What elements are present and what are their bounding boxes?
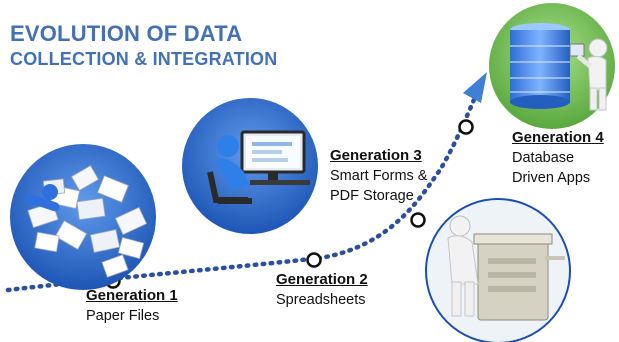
generation-4-heading: Generation 4 xyxy=(512,129,604,146)
title-line-2: COLLECTION & INTEGRATION xyxy=(10,49,278,69)
generation-4-desc-line-2: Driven Apps xyxy=(512,170,591,186)
generation-2-heading: Generation 2 xyxy=(276,271,368,288)
generation-1-desc: Paper Files xyxy=(86,308,160,324)
timeline-path xyxy=(5,92,479,293)
generation-3-heading: Generation 3 xyxy=(330,147,422,164)
generation-3-desc-line-1: Smart Forms & xyxy=(330,168,428,184)
generation-1-heading: Generation 1 xyxy=(86,287,178,304)
database-server-icon xyxy=(489,3,615,129)
paper-files-icon xyxy=(10,144,156,290)
generation-1-label: Generation 1 Paper Files xyxy=(86,286,178,326)
timeline-arrowhead xyxy=(463,72,487,103)
generation-2-desc: Spreadsheets xyxy=(276,292,366,308)
generation-3-desc-line-2: PDF Storage xyxy=(330,188,414,204)
computer-desk-icon xyxy=(182,98,318,234)
generation-4-label: Generation 4 Database Driven Apps xyxy=(512,128,604,188)
milestone-marker-3 xyxy=(410,212,426,228)
milestone-marker-4 xyxy=(458,119,474,135)
milestone-marker-2 xyxy=(306,252,322,268)
generation-2-label: Generation 2 Spreadsheets xyxy=(276,270,368,310)
generation-4-desc-line-1: Database xyxy=(512,150,575,166)
copier-icon xyxy=(425,198,571,342)
title-line-1: EVOLUTION OF DATA xyxy=(10,21,243,46)
generation-3-label: Generation 3 Smart Forms & PDF Storage xyxy=(330,146,427,206)
